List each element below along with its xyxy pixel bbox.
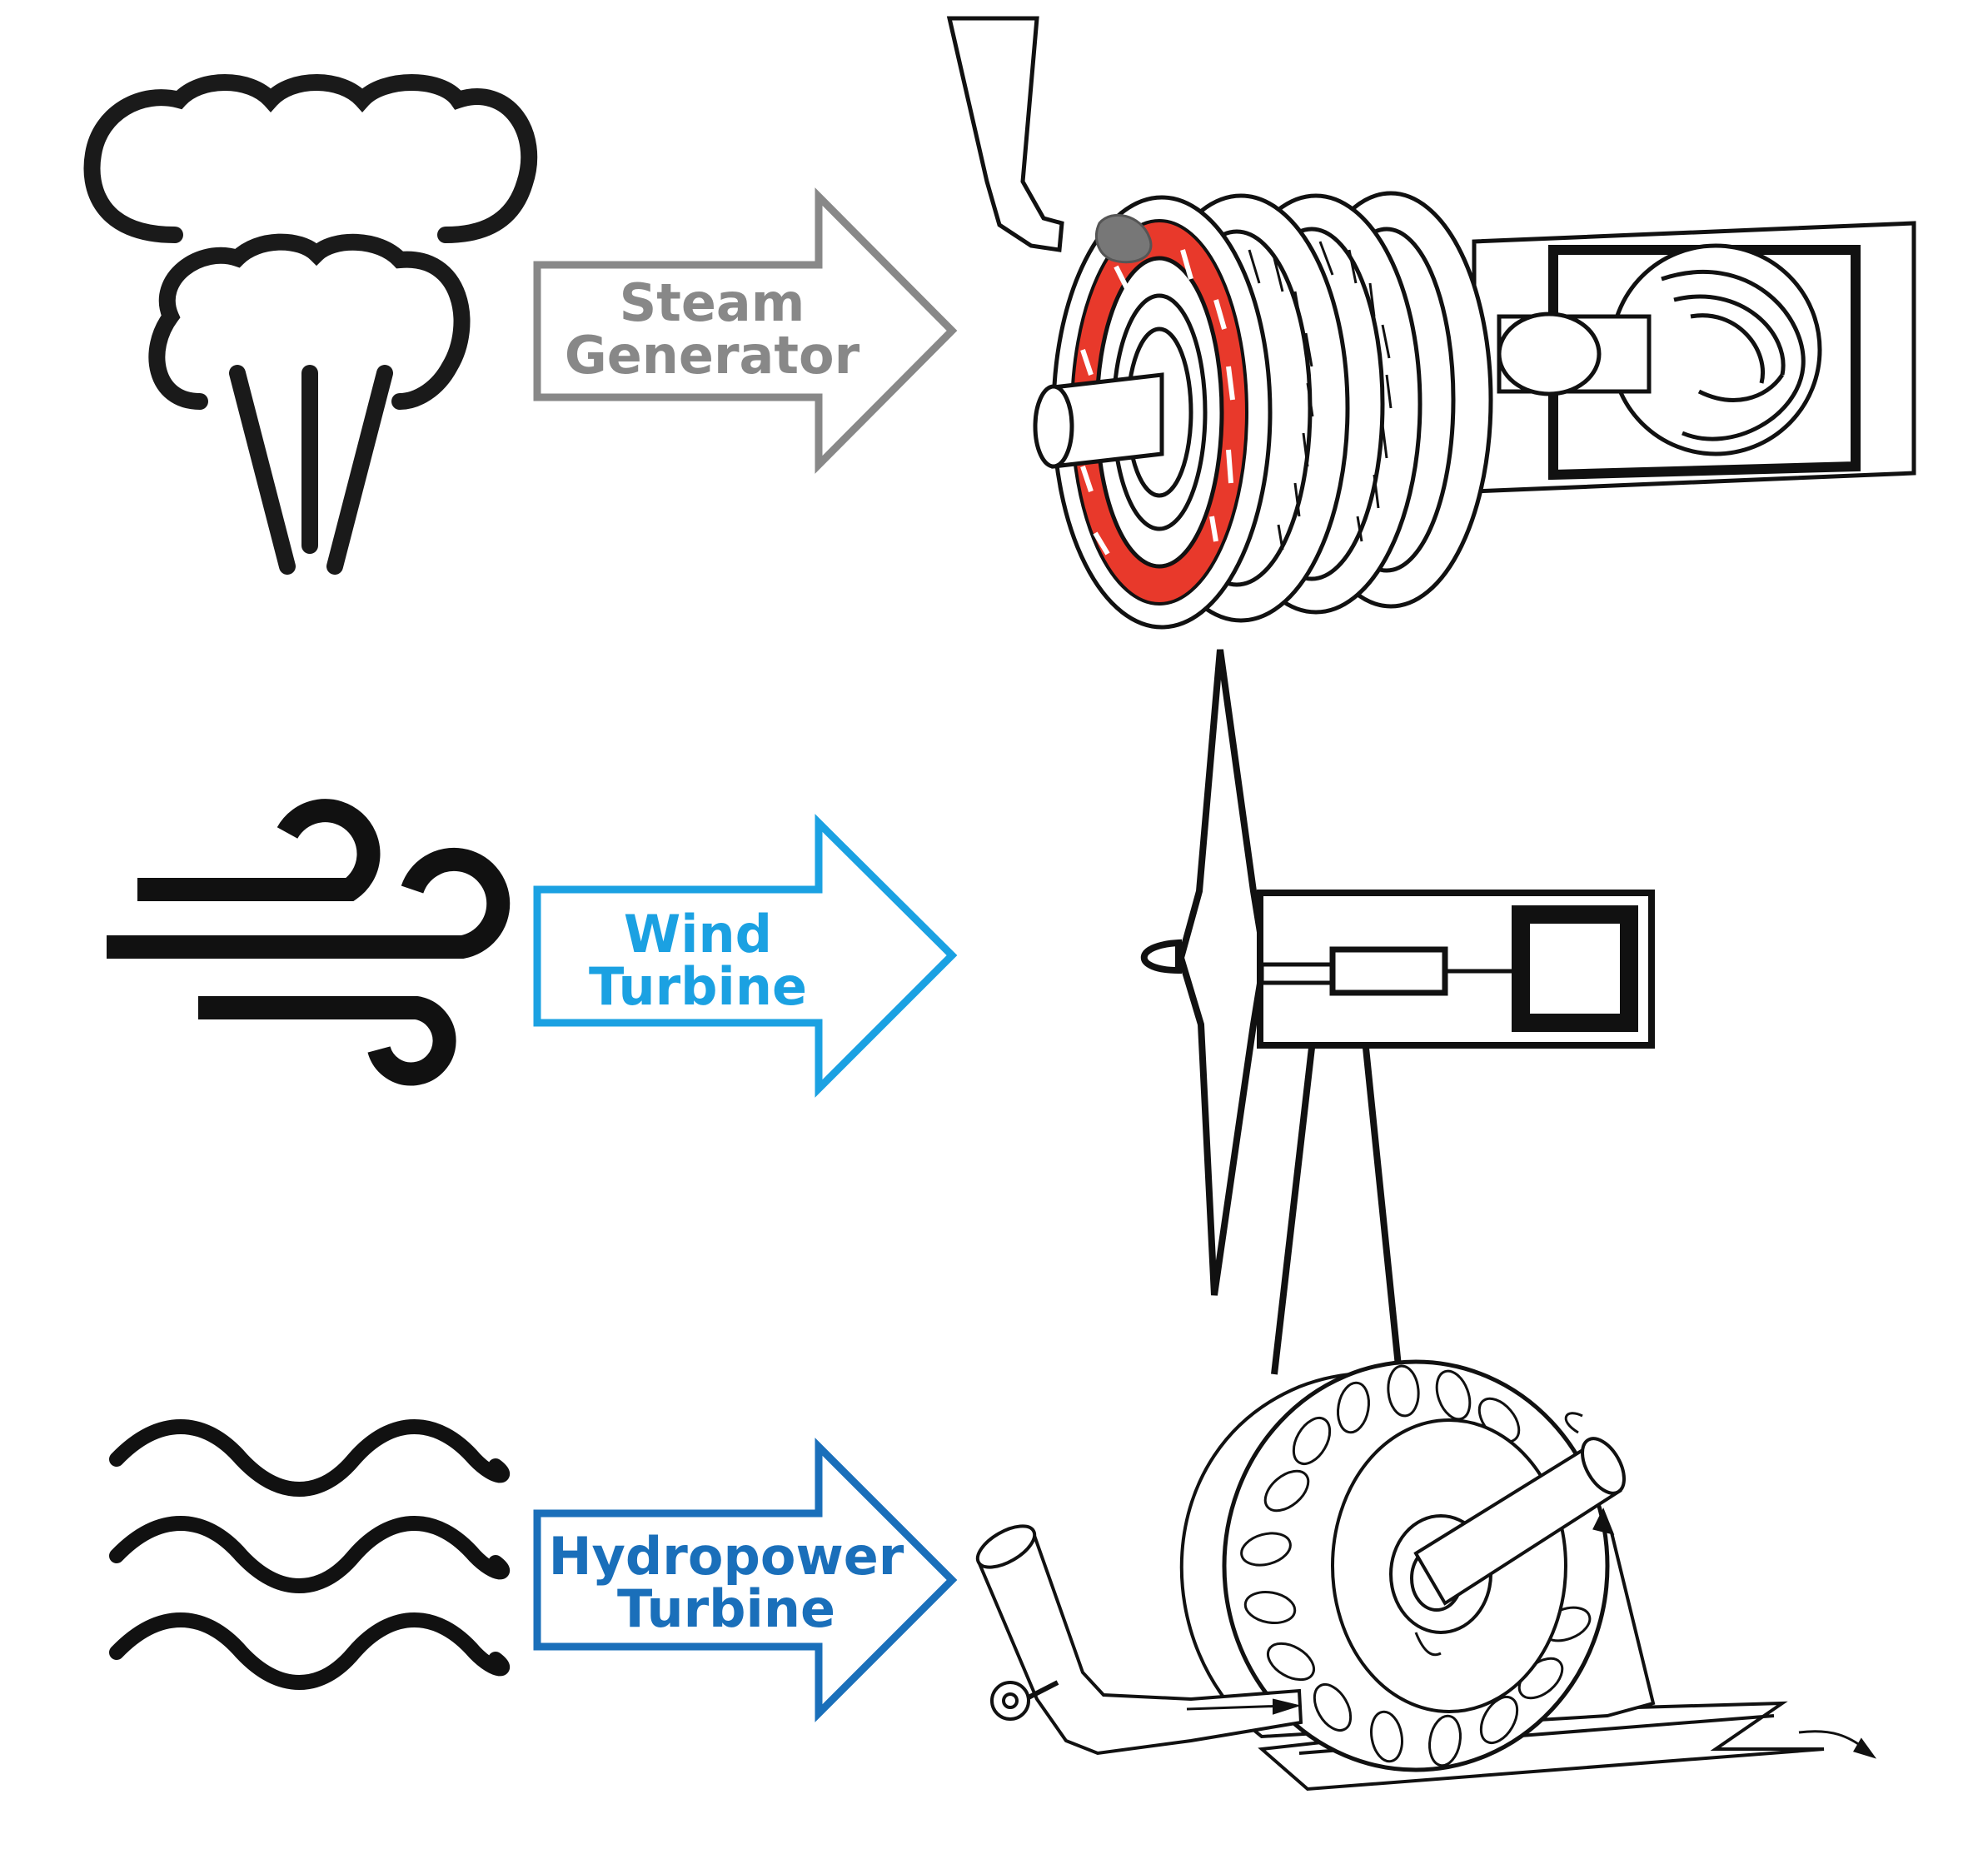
- wind-arrow-shape: [533, 814, 958, 1098]
- tower-left-leg: [1271, 1047, 1315, 1375]
- gearbox: [1329, 946, 1448, 996]
- steam-turbine-illustration: [946, 16, 1916, 630]
- wind-turbine-arrow: Wind Turbine: [533, 814, 958, 1098]
- hydro-label-line1: Hydropower: [549, 1526, 904, 1587]
- wind-label-line1: Wind: [624, 904, 772, 964]
- wind-label-line2: Turbine: [589, 956, 807, 1017]
- hydro-arrow-shape: [533, 1438, 958, 1722]
- wind-gust-icon: [107, 799, 511, 1086]
- steam-label-line2: Generator: [565, 325, 860, 386]
- steam-label-line1: Steam: [620, 272, 805, 333]
- steam-arrow-shape: [533, 187, 958, 474]
- steam-nozzle: [1095, 213, 1153, 264]
- tower-right-leg: [1363, 1047, 1403, 1375]
- hydropower-turbine-arrow: Hydropower Turbine: [533, 1438, 958, 1722]
- steam-generator-arrow: Steam Generator: [533, 187, 958, 474]
- drive-shaft: [1259, 962, 1335, 985]
- steam-inlet-pipe: [946, 16, 1064, 252]
- steam-cloud-icon: [83, 74, 538, 575]
- rotor-blades: [1177, 649, 1268, 1296]
- hydro-label-line2: Turbine: [617, 1578, 835, 1639]
- penstock-pipe: [976, 1528, 1303, 1756]
- pelton-wheel-illustration: [975, 1359, 1877, 1792]
- generator-box: [1512, 905, 1638, 1032]
- water-waves-icon: [109, 1419, 511, 1690]
- rotor-hub: [1140, 939, 1182, 974]
- wind-turbine-illustration: [1140, 649, 1655, 1375]
